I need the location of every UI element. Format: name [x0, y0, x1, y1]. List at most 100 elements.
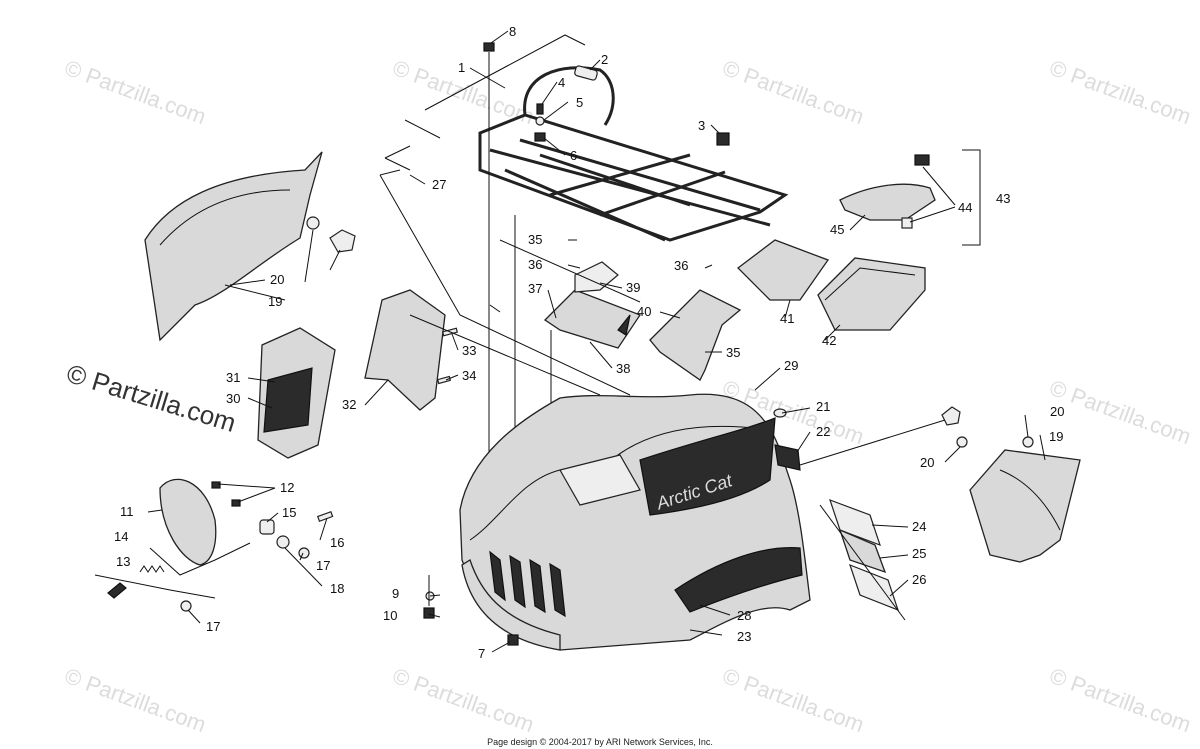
callout-31: 31 [226, 370, 240, 385]
frame-line [489, 304, 501, 313]
callout-28: 28 [737, 608, 751, 623]
center-cover [649, 289, 742, 381]
adjuster-spring [139, 565, 165, 573]
callout-5: 5 [576, 95, 583, 110]
callout-34: 34 [462, 368, 476, 383]
rack-clip [716, 132, 730, 146]
frame-line [404, 119, 441, 139]
callout-10: 10 [383, 608, 397, 623]
washer [298, 547, 310, 559]
washer [180, 600, 192, 612]
decal-sheet [829, 498, 881, 547]
callout-16: 16 [330, 535, 344, 550]
frame-line [409, 314, 601, 396]
hinge-pin [914, 154, 930, 166]
callout-30: 30 [226, 391, 240, 406]
washer [956, 436, 968, 448]
screw [316, 510, 334, 522]
callout-7: 7 [478, 646, 485, 661]
callout-43: 43 [996, 191, 1010, 206]
callout-8: 8 [509, 24, 516, 39]
frame-line [384, 157, 411, 171]
frame-line [424, 34, 586, 111]
headlight-housing [159, 478, 217, 566]
shield-decal [263, 367, 313, 433]
callout-labels: 1 2 3 4 5 6 7 8 9 10 11 12 13 14 15 16 1… [114, 24, 1064, 661]
callout-20-left: 20 [270, 272, 284, 287]
panel-latch [617, 314, 631, 336]
decal-sheet [849, 563, 899, 612]
callout-20-right-top: 20 [1050, 404, 1064, 419]
push-rivet [773, 408, 787, 418]
frame-line [499, 239, 641, 303]
headlight-bulb [107, 582, 127, 599]
leader-lines [147, 30, 1046, 653]
washer [1022, 436, 1034, 448]
callout-18: 18 [330, 581, 344, 596]
fender-decal [674, 547, 803, 613]
callout-14: 14 [114, 529, 128, 544]
callout-17: 17 [316, 558, 330, 573]
callout-42: 42 [822, 333, 836, 348]
callout-6: 6 [570, 148, 577, 163]
grommet [259, 519, 275, 535]
callout-24: 24 [912, 519, 926, 534]
callout-11: 11 [120, 504, 134, 519]
callout-19-right: 19 [1049, 429, 1063, 444]
callout-45: 45 [830, 222, 844, 237]
footer-credit: Page design © 2004-2017 by ARI Network S… [487, 737, 713, 747]
push-rivet [941, 406, 961, 426]
storage-tray [817, 257, 926, 331]
hood-insert [559, 454, 641, 506]
screw [436, 375, 452, 385]
headlight-screw [211, 481, 221, 489]
callout-38: 38 [616, 361, 630, 376]
callout-25: 25 [912, 546, 926, 561]
callout-9: 9 [392, 586, 399, 601]
frame-line [799, 419, 946, 466]
bolt [536, 103, 544, 115]
callout-35-top: 35 [528, 232, 542, 247]
storage-lid [737, 239, 830, 301]
callout-27: 27 [432, 177, 446, 192]
washer [306, 216, 320, 230]
callout-2: 2 [601, 52, 608, 67]
callout-41: 41 [780, 311, 794, 326]
headlight-screw [231, 499, 241, 507]
callout-36-right: 36 [674, 258, 688, 273]
callout-22: 22 [816, 424, 830, 439]
washer [535, 116, 545, 126]
rear-rack [478, 66, 789, 242]
callout-20-right: 20 [920, 455, 934, 470]
callout-19-left: 19 [268, 294, 282, 309]
callout-12: 12 [280, 480, 294, 495]
callout-35-bottom: 35 [726, 345, 740, 360]
nut [534, 132, 546, 142]
callout-1: 1 [458, 60, 465, 75]
nut [423, 607, 435, 619]
front-grille [489, 550, 566, 618]
frame-line [819, 504, 906, 621]
access-panel [543, 289, 641, 349]
bolt [483, 42, 495, 52]
panel-seal [574, 261, 619, 293]
rack-strap [574, 65, 598, 81]
callout-21: 21 [816, 399, 830, 414]
callout-33: 33 [462, 343, 476, 358]
callout-29: 29 [784, 358, 798, 373]
bolt [507, 634, 519, 646]
callout-32: 32 [342, 397, 356, 412]
callout-37: 37 [528, 281, 542, 296]
hood-decal [639, 417, 776, 516]
callout-17-b: 17 [206, 619, 220, 634]
mount-bracket [774, 444, 801, 471]
callout-23: 23 [737, 629, 751, 644]
splash-guard [364, 289, 446, 411]
callout-15: 15 [282, 505, 296, 520]
push-rivet [329, 229, 356, 253]
frame-line [384, 145, 411, 159]
callout-26: 26 [912, 572, 926, 587]
callout-39: 39 [626, 280, 640, 295]
frame-line [379, 174, 631, 396]
